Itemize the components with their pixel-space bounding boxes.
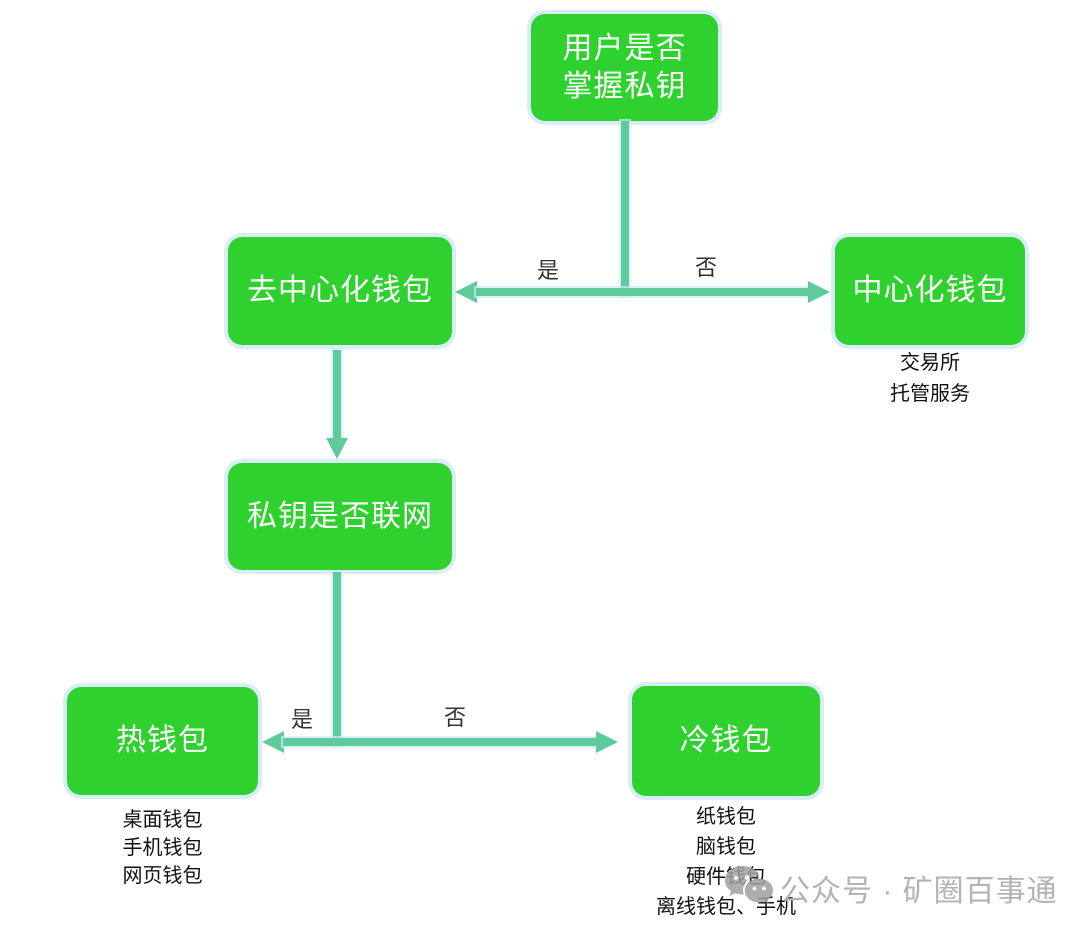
arrowhead-to-decentralized bbox=[455, 281, 477, 303]
connector-bottom-horizontal bbox=[283, 738, 597, 746]
node-centralized-wallet: 中心化钱包 bbox=[835, 237, 1025, 345]
annotation-line: 脑钱包 bbox=[696, 836, 756, 858]
node-decentralized-label: 去中心化钱包 bbox=[247, 274, 433, 307]
node-decentralized-wallet: 去中心化钱包 bbox=[228, 237, 452, 345]
edge-label-top-no: 否 bbox=[694, 255, 717, 280]
annotation-line: 桌面钱包 bbox=[122, 809, 203, 831]
connector-root-vertical bbox=[621, 121, 629, 296]
node-root-line1: 用户是否 bbox=[562, 31, 687, 65]
connector-pk-vertical bbox=[333, 572, 341, 746]
node-private-key-online: 私钥是否联网 bbox=[228, 463, 452, 570]
connector-top-horizontal bbox=[476, 288, 809, 296]
node-root-question: 用户是否 掌握私钥 bbox=[531, 14, 718, 121]
node-hot-wallet-label: 热钱包 bbox=[116, 724, 209, 757]
node-pk-online-label: 私钥是否联网 bbox=[247, 499, 433, 533]
arrowhead-to-pk-online bbox=[326, 438, 348, 459]
watermark: 公众号 · 矿圈百事通 bbox=[722, 862, 1058, 913]
wechat-icon bbox=[722, 862, 776, 913]
node-cold-wallet: 冷钱包 bbox=[632, 686, 820, 796]
annotation-line: 交易所 bbox=[900, 352, 960, 374]
connector-decentralized-vertical bbox=[333, 350, 341, 439]
annotation-centralized: 交易所 托管服务 bbox=[835, 348, 1025, 410]
edge-label-bottom-no: 否 bbox=[443, 705, 466, 730]
watermark-text: 公众号 · 矿圈百事通 bbox=[780, 874, 1058, 908]
arrowhead-to-cold-wallet bbox=[596, 731, 618, 753]
node-hot-wallet: 热钱包 bbox=[67, 687, 258, 795]
annotation-line: 网页钱包 bbox=[122, 865, 203, 887]
edge-label-bottom-yes: 是 bbox=[290, 707, 313, 732]
arrowhead-to-hot-wallet bbox=[262, 731, 284, 753]
annotation-hot-wallet: 桌面钱包 手机钱包 网页钱包 bbox=[67, 806, 258, 890]
edge-label-top-yes: 是 bbox=[536, 258, 559, 283]
annotation-line: 纸钱包 bbox=[696, 806, 756, 828]
node-cold-wallet-label: 冷钱包 bbox=[679, 724, 773, 757]
annotation-line: 手机钱包 bbox=[122, 837, 203, 859]
node-centralized-label: 中心化钱包 bbox=[852, 274, 1008, 307]
node-root-line2: 掌握私钥 bbox=[562, 69, 687, 103]
annotation-line: 托管服务 bbox=[890, 383, 970, 405]
arrowhead-to-centralized bbox=[808, 281, 830, 303]
